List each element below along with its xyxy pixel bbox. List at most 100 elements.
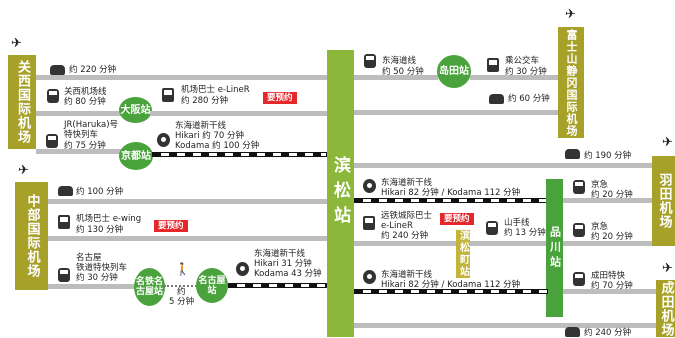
- route-time: 约 13 分钟: [504, 228, 546, 238]
- car-icon: [58, 186, 73, 196]
- route-time: 约 100 分钟: [76, 187, 124, 197]
- bus-icon: [162, 88, 174, 102]
- route-line: [36, 111, 124, 116]
- route-time: 约 20 分钟: [591, 232, 633, 242]
- reservation-badge: 要预约: [154, 220, 188, 232]
- route-name: 东海道新干线: [381, 178, 433, 188]
- route-name: JR(Haruka)号: [64, 120, 119, 130]
- route-line: [470, 241, 546, 246]
- route-line: [354, 75, 438, 80]
- shinkansen-line: [152, 152, 327, 157]
- bus-icon: [58, 215, 70, 229]
- route-time: 约 30 分钟: [505, 67, 547, 77]
- train-icon: [47, 89, 59, 103]
- route-time: 约 30 分钟: [76, 273, 118, 283]
- route-time: Kodama 43 分钟: [254, 269, 322, 279]
- train-icon: [364, 54, 376, 68]
- route-time: 约 70 分钟: [591, 281, 633, 291]
- route-name: 成田特快: [591, 271, 626, 281]
- train-icon: [486, 221, 498, 235]
- kansai-airport-label: 关西国际机场: [8, 55, 36, 149]
- shinkansen-line: [354, 198, 548, 203]
- car-icon: [50, 65, 65, 75]
- route-line: [354, 110, 558, 115]
- train-icon: [58, 268, 70, 282]
- route-line: [150, 111, 327, 116]
- route-time: 约 190 分钟: [584, 151, 632, 161]
- route-name: 机场巴士 e-wing: [76, 214, 142, 224]
- shinagawa-station: 品川站: [546, 179, 563, 317]
- route-name: 京急: [591, 180, 609, 190]
- route-name: 东海道线: [382, 56, 417, 66]
- route-sub: 铁道特快列车: [76, 263, 128, 273]
- reservation-badge: 要预约: [263, 92, 297, 104]
- route-time: Hikari 31 分钟: [254, 259, 312, 269]
- route-time: 约 130 分钟: [76, 225, 124, 235]
- train-icon: [573, 272, 585, 286]
- airplane-icon: ✈: [565, 7, 576, 22]
- shinkansen-icon: [236, 262, 249, 276]
- walk-label: 约: [177, 287, 186, 297]
- route-sub: 特快列车: [64, 130, 99, 140]
- fuji-airport-label: 富士山静冈国际机场: [558, 27, 584, 138]
- reservation-badge: 要预约: [440, 213, 474, 225]
- route-time: 约 80 分钟: [64, 97, 106, 107]
- route-time: 约 50 分钟: [382, 67, 424, 77]
- airplane-icon: ✈: [18, 163, 29, 178]
- route-name: 远铁城际巴士: [381, 211, 433, 221]
- route-time: Hikari 82 分钟 / Kodama 112 分钟: [381, 188, 521, 198]
- airplane-icon: ✈: [662, 135, 673, 150]
- route-line: [354, 241, 456, 246]
- haneda-airport-label: 羽田机场: [652, 156, 675, 246]
- route-line: [563, 198, 652, 203]
- route-line: [354, 323, 656, 328]
- route-time: Hikari 82 分钟 / Kodama 112 分钟: [381, 280, 521, 290]
- route-line: [354, 163, 652, 168]
- route-line: [563, 289, 656, 294]
- route-name: 山手线: [504, 218, 530, 228]
- narita-airport-label: 成田机场: [656, 280, 675, 337]
- shinkansen-icon: [363, 179, 376, 193]
- bus-icon: [363, 216, 375, 230]
- route-name: 机场巴士 e-LineR: [181, 85, 250, 95]
- hamamatsu-station-hub: 滨松站: [327, 50, 354, 337]
- route-line: [36, 149, 122, 154]
- walking-person-icon: 🚶: [175, 262, 190, 276]
- route-line: [48, 284, 136, 289]
- train-icon: [573, 180, 585, 194]
- route-name: 名古屋: [76, 253, 102, 263]
- route-sub: e-LineR: [381, 221, 413, 231]
- shinkansen-icon: [363, 270, 376, 284]
- route-name: 东海道新干线: [175, 121, 227, 131]
- route-line: [36, 75, 327, 80]
- car-icon: [565, 327, 580, 337]
- meitetsu-nagoya-station: 名铁名古屋站: [134, 268, 165, 306]
- train-icon: [573, 223, 585, 237]
- bus-icon: [487, 58, 499, 72]
- route-line: [470, 75, 558, 80]
- shinkansen-line: [354, 289, 548, 294]
- route-time: 约 75 分钟: [64, 141, 106, 151]
- nagoya-station: 名古屋站: [196, 268, 228, 303]
- route-name: 京急: [591, 222, 609, 232]
- kyoto-station: 京都站: [119, 142, 153, 170]
- osaka-station: 大阪站: [119, 97, 152, 123]
- train-icon: [46, 134, 58, 148]
- walk-path: [164, 285, 197, 287]
- shinkansen-line: [228, 283, 327, 288]
- hamamatsucho-station: 滨松町站: [456, 230, 470, 278]
- route-line: [563, 241, 652, 246]
- route-time: 约 240 分钟: [584, 328, 632, 338]
- shimada-station: 岛田站: [437, 55, 471, 88]
- route-name: 东海道新干线: [254, 249, 306, 259]
- shinkansen-icon: [157, 133, 170, 147]
- car-icon: [565, 149, 580, 159]
- route-time: 约 220 分钟: [69, 65, 117, 75]
- route-line: [48, 199, 327, 204]
- car-icon: [489, 94, 504, 104]
- airplane-icon: ✈: [11, 36, 22, 51]
- route-name: 关西机场线: [64, 87, 107, 97]
- route-time: 约 60 分钟: [508, 94, 550, 104]
- route-line: [48, 236, 327, 241]
- chubu-airport-label: 中部国际机场: [15, 182, 48, 290]
